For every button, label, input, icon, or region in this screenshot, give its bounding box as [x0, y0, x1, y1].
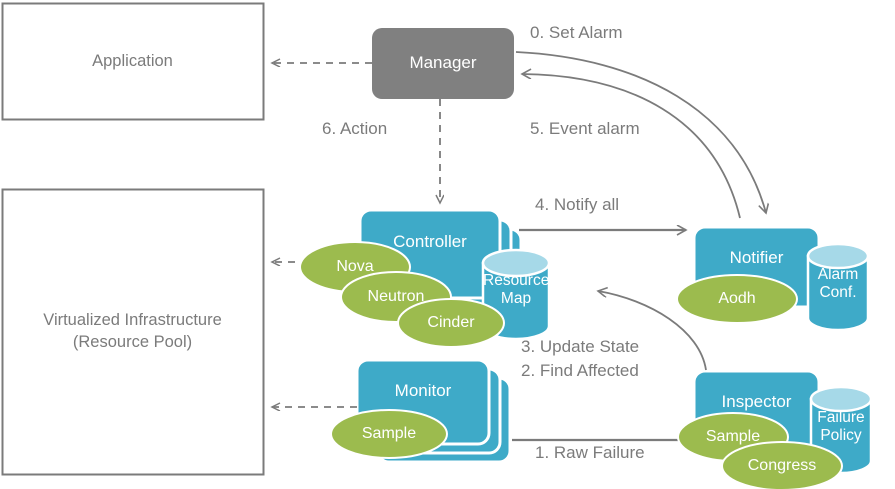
failure-policy-label-line2: Policy: [820, 427, 862, 444]
tag-sample-monitor-shape[interactable]: [330, 409, 448, 459]
controller-label: Controller: [393, 232, 467, 251]
flow-label-step-6: 6. Action: [322, 119, 388, 138]
alarm-conf-label-line2: Conf.: [819, 284, 857, 301]
flow-label-step-2: 2. Find Affected: [521, 361, 639, 380]
manager-box[interactable]: [372, 28, 514, 99]
alarm-conf-cylinder[interactable]: [806, 242, 870, 332]
tag-congress-label: Congress: [747, 457, 817, 474]
tag-sample-inspector-label: Sample: [705, 428, 761, 445]
flow-label-step-0: 0. Set Alarm: [530, 23, 623, 42]
inspector-label: Inspector: [721, 392, 792, 411]
monitor-label: Monitor: [394, 381, 452, 400]
infrastructure-label-line2: (Resource Pool): [72, 333, 193, 351]
tag-cinder-label: Cinder: [427, 314, 475, 331]
resource-map-label-line1: Resource: [483, 272, 550, 289]
flow-label-step-1: 1. Raw Failure: [535, 443, 645, 462]
tag-cinder-shape[interactable]: [397, 298, 505, 348]
manager-label: Manager: [409, 53, 477, 72]
notifier-label: Notifier: [729, 248, 784, 267]
tag-aodh-shape[interactable]: [676, 274, 798, 324]
flow-label-step-5: 5. Event alarm: [530, 119, 640, 138]
alarm-conf-label-line1: Alarm: [817, 266, 859, 283]
infrastructure-box: [1, 188, 265, 476]
resource-map-label-line2: Map: [500, 290, 532, 307]
connector-notifier-to-manager: [522, 74, 741, 219]
tag-congress-shape[interactable]: [721, 441, 843, 489]
connector-manager-to-notifier: [515, 51, 766, 213]
application-box: [1, 2, 265, 121]
failure-policy-label-line1: Failure: [817, 409, 865, 426]
tag-aodh-label: Aodh: [718, 290, 756, 307]
connector-inspector-to-resource-map: [598, 291, 707, 371]
tag-nova-label: Nova: [336, 258, 374, 275]
application-label: Application: [92, 52, 173, 70]
flow-label-step-4: 4. Notify all: [535, 195, 620, 214]
tag-neutron-label: Neutron: [367, 288, 425, 305]
tag-sample-monitor-label: Sample: [361, 425, 417, 442]
flow-label-step-3: 3. Update State: [521, 337, 640, 356]
infrastructure-label-line1: Virtualized Infrastructure: [43, 311, 222, 329]
